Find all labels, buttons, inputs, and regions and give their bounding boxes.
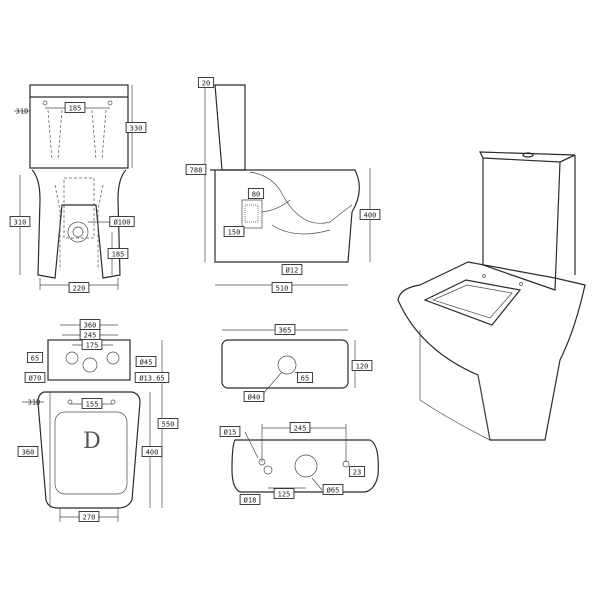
dimension-label-top-width: 360 — [84, 322, 97, 330]
dimension-box — [247, 188, 265, 199]
dimension-label-pan-height: 310 — [14, 219, 27, 227]
dimension-box — [273, 488, 295, 499]
dimension-label-depth: 510 — [276, 285, 289, 293]
dimension-label-waste-code: Ø12 — [286, 267, 299, 275]
dimension-label-base-outlet: Ø65 — [327, 487, 340, 495]
dimension-box — [17, 446, 39, 457]
dimension-box — [348, 466, 366, 477]
perspective-seat — [423, 279, 522, 326]
dimension-label-cistern-depth: 120 — [356, 363, 369, 371]
cistern-base-view — [221, 329, 356, 396]
cistern-inlet-hole — [277, 355, 297, 375]
dimension-label-outlet-height: 185 — [112, 251, 125, 259]
dimension-label-outlet-dia: Ø100 — [114, 219, 131, 227]
pan-base-outline — [231, 439, 379, 493]
dimension-label-hole-right: Ø45 — [140, 359, 153, 367]
side-tank-outline — [214, 84, 246, 171]
dimension-label-base-span: 245 — [294, 425, 307, 433]
dimension-box — [359, 209, 381, 220]
dimension-box — [24, 372, 46, 383]
dimension-box — [219, 426, 241, 437]
dimension-label-tank-hole-spacing: 185 — [69, 105, 82, 113]
dimension-label-base-center: 125 — [278, 491, 291, 499]
dimension-box — [135, 356, 157, 367]
dimension-label-cistern-inlet-offset: 65 — [301, 375, 309, 383]
dimension-label-seat-spacing: 155 — [86, 401, 99, 409]
dimension-box — [274, 324, 296, 335]
dimension-box — [351, 360, 373, 371]
dimension-label-bowl-height: 400 — [364, 212, 377, 220]
seat-plan — [54, 411, 128, 495]
seat-letter: D — [83, 429, 101, 454]
perspective-view — [397, 151, 586, 441]
dimension-box — [78, 511, 100, 522]
dimension-label-base-width: 270 — [83, 514, 96, 522]
dimension-box — [9, 216, 31, 227]
dimension-label-seat-width: 360 — [22, 449, 35, 457]
dimension-box — [107, 248, 129, 259]
outlet-circle — [67, 221, 89, 243]
dimension-label-screw: Ø13.65 — [139, 375, 164, 383]
dimension-box — [197, 77, 215, 88]
dimension-label-seat-depth: 400 — [146, 449, 159, 457]
dimension-label-foot-width: 220 — [73, 285, 86, 293]
dimension-label-cistern-inlet: Ø40 — [248, 394, 261, 402]
dimension-box — [134, 372, 170, 383]
dimension-box — [157, 418, 179, 429]
dimension-box — [68, 282, 90, 293]
dimension-box — [271, 282, 293, 293]
dimension-box — [243, 391, 265, 402]
dimension-box — [322, 484, 344, 495]
dimension-label-top-inner: 245 — [84, 332, 97, 340]
pan-outlet-hole — [294, 454, 318, 478]
perspective-tank — [482, 158, 561, 291]
side-view — [204, 80, 371, 286]
flush-button — [522, 152, 534, 158]
pan-base-view — [231, 424, 379, 493]
dimension-label-hole-left: 65 — [31, 355, 39, 363]
dimension-label-overall-length: 550 — [162, 421, 175, 429]
side-pan-outline — [210, 169, 360, 263]
dimension-label-marker-a: 80 — [252, 191, 260, 199]
cistern-base-outline — [221, 339, 349, 389]
dimension-label-top-center: 175 — [86, 342, 99, 350]
dimension-label-cistern-width: 365 — [279, 327, 292, 335]
dimension-label-marker-b: 150 — [228, 229, 241, 237]
dimension-box — [289, 422, 311, 433]
dimension-box — [141, 446, 163, 457]
dimension-label-tank-height: 330 — [130, 125, 143, 133]
dimension-label-tank-side-mark: 31D — [16, 108, 29, 116]
dimension-label-cistern-top: 20 — [202, 80, 210, 88]
dimension-box — [185, 164, 207, 175]
dimension-box — [26, 352, 44, 363]
dimension-box — [296, 372, 314, 383]
dimension-label-base-right: 23 — [353, 469, 361, 477]
dimension-box — [125, 122, 147, 133]
perspective-bowl — [397, 261, 586, 441]
front-view — [14, 84, 133, 290]
dimension-box — [81, 339, 103, 350]
dimension-box — [239, 494, 261, 505]
dimension-label-overall-height: 788 — [190, 167, 203, 175]
dimension-label-hole-small: Ø70 — [29, 375, 42, 383]
dimension-label-seat-hole-mark: 31D — [28, 399, 41, 407]
dimension-box — [223, 226, 245, 237]
front-pan-outline — [31, 169, 127, 279]
dimension-box — [64, 102, 86, 113]
dimension-label-base-fix-dia: Ø15 — [224, 429, 237, 437]
dimension-box — [81, 398, 103, 409]
dimension-box — [109, 216, 135, 227]
dimension-box — [281, 264, 303, 275]
dimension-label-base-left: Ø18 — [244, 497, 257, 505]
